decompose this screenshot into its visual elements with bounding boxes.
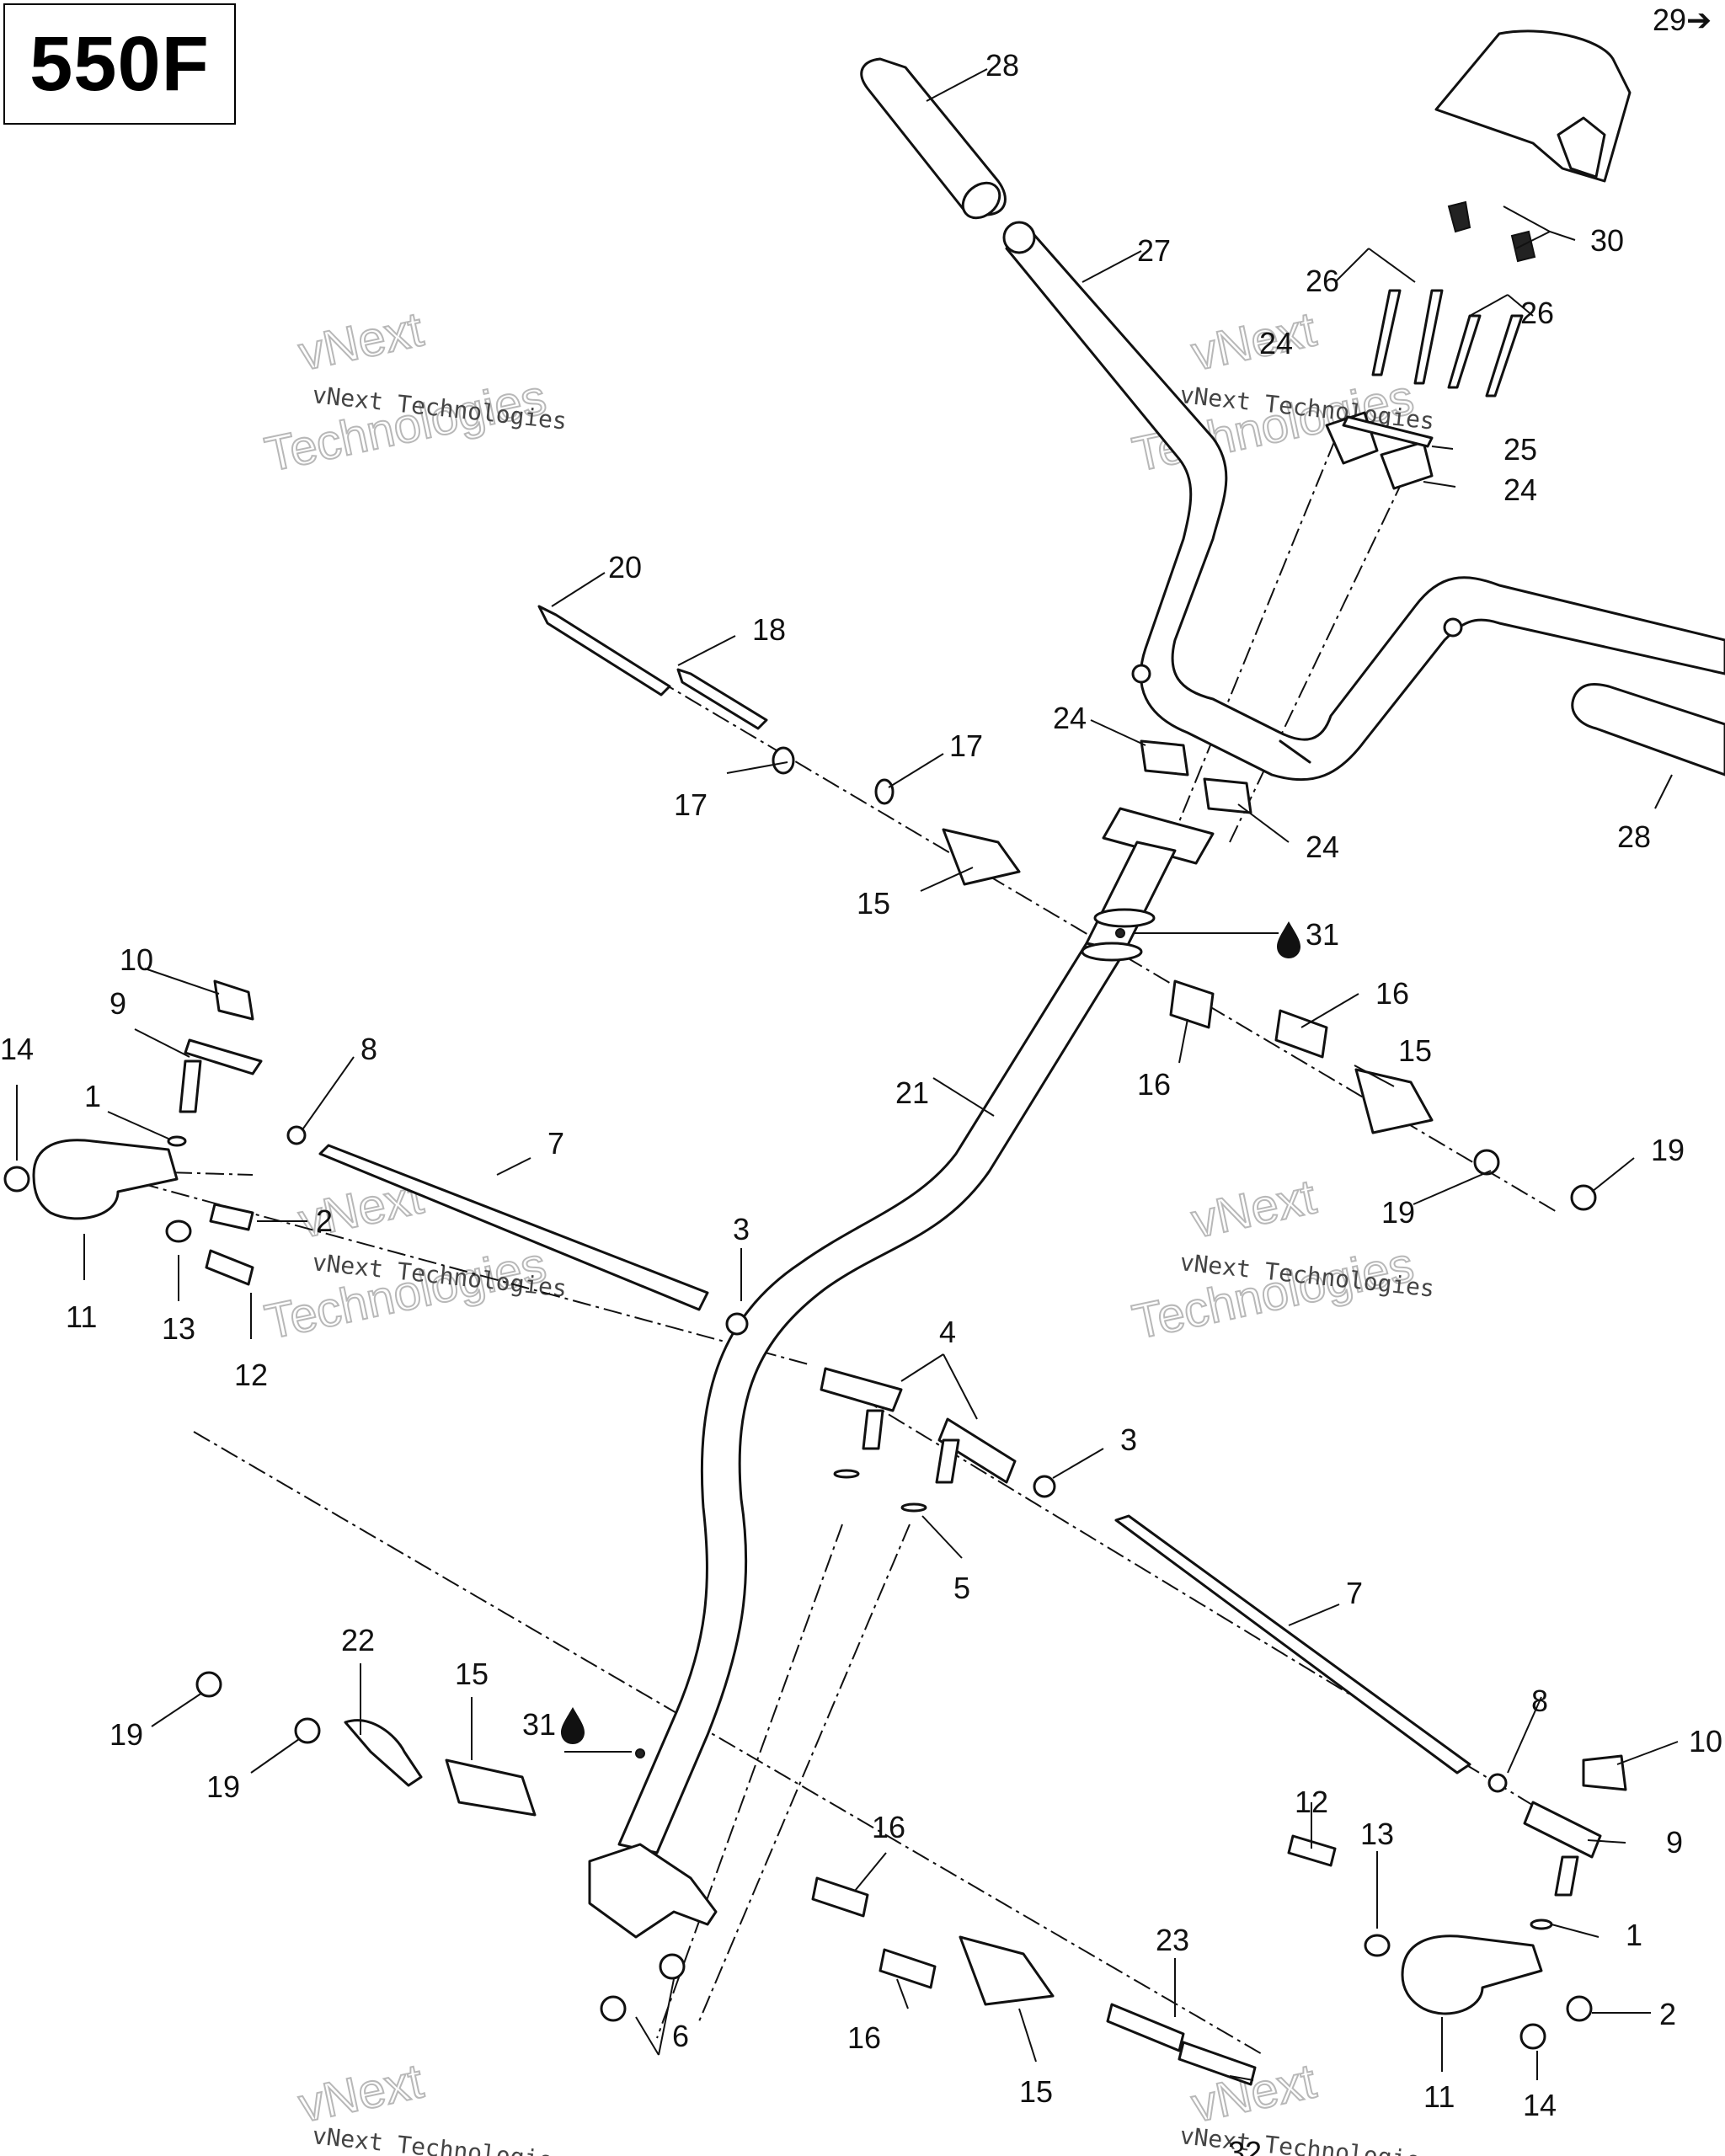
svg-text:vNext Technologies: vNext Technologies xyxy=(1178,2121,1435,2156)
callout-14: 14 xyxy=(0,1032,34,1066)
callout-17: 17 xyxy=(949,728,983,763)
callout-19: 19 xyxy=(109,1717,143,1752)
callout-10: 10 xyxy=(120,942,153,977)
lower-clamps xyxy=(1140,739,1252,814)
callout-14: 14 xyxy=(1523,2088,1557,2122)
callout-22: 22 xyxy=(341,1623,375,1657)
callout-28: 28 xyxy=(985,48,1019,83)
callout-24: 24 xyxy=(1259,326,1293,360)
callout-7: 7 xyxy=(1346,1576,1363,1610)
callout-30: 30 xyxy=(1590,223,1624,258)
callout-13: 13 xyxy=(1360,1817,1394,1851)
upper-linkage xyxy=(537,605,1597,1211)
callout-2: 2 xyxy=(1659,1997,1676,2031)
watermark-mid-left: vNext Technologies vNext Technologies xyxy=(259,1168,568,1350)
watermark-bottom-left: vNext vNext Technologies xyxy=(293,2052,568,2156)
svg-text:vNext: vNext xyxy=(294,302,428,381)
callout-28: 28 xyxy=(1617,819,1651,854)
callout-15: 15 xyxy=(857,886,890,921)
callout-9: 9 xyxy=(1666,1825,1683,1860)
lower-linkage xyxy=(195,1671,1257,2086)
callout-23: 23 xyxy=(1156,1923,1189,1957)
callout-25: 25 xyxy=(1503,432,1537,467)
callout-12: 12 xyxy=(234,1358,268,1392)
callout-12: 12 xyxy=(1295,1785,1328,1819)
callout-13: 13 xyxy=(162,1311,195,1346)
callout-15: 15 xyxy=(1019,2074,1053,2109)
svg-text:vNext: vNext xyxy=(1187,302,1321,381)
callout-31: 31 xyxy=(1306,917,1339,952)
model-label: 550F xyxy=(29,20,210,107)
callout-15: 15 xyxy=(455,1657,489,1691)
callout-3: 3 xyxy=(733,1212,750,1246)
clamp-bolts xyxy=(1371,289,1524,398)
callout-15: 15 xyxy=(1398,1033,1432,1068)
callout-11: 11 xyxy=(1423,2079,1455,2114)
callout-1: 1 xyxy=(84,1079,101,1113)
callout-8: 8 xyxy=(1531,1684,1548,1718)
callout-27: 27 xyxy=(1137,233,1171,268)
callout-10: 10 xyxy=(1689,1724,1722,1758)
oil-drop-icon xyxy=(1277,921,1300,958)
callout-32: 32 xyxy=(1228,2135,1262,2156)
callout-2: 2 xyxy=(316,1203,333,1238)
callout-19: 19 xyxy=(1651,1133,1685,1167)
callout-4: 4 xyxy=(939,1315,956,1349)
steering-column xyxy=(588,807,1215,1939)
callout-5: 5 xyxy=(953,1571,970,1605)
callout-20: 20 xyxy=(608,550,642,584)
callout-31: 31 xyxy=(522,1707,556,1742)
leader-lines xyxy=(16,68,1679,2081)
right-tie-rod xyxy=(1114,1514,1627,2050)
callout-16: 16 xyxy=(1375,976,1409,1011)
callout-3: 3 xyxy=(1120,1422,1137,1457)
push-clips xyxy=(1447,200,1536,263)
upper-clamps xyxy=(1325,411,1434,490)
callout-11: 11 xyxy=(66,1299,97,1334)
callout-9: 9 xyxy=(109,986,126,1021)
callout-26: 26 xyxy=(1520,296,1554,330)
callout-6: 6 xyxy=(672,2019,689,2053)
left-tie-rod xyxy=(3,979,749,1336)
watermark-top-left: vNext Technologies vNext Technologies xyxy=(259,301,568,483)
grip-right xyxy=(1571,683,1725,776)
callout-26: 26 xyxy=(1306,264,1339,298)
svg-text:vNext: vNext xyxy=(1187,1169,1321,1248)
callout-16: 16 xyxy=(1137,1067,1171,1102)
callout-16: 16 xyxy=(847,2020,881,2055)
callout-21: 21 xyxy=(895,1075,929,1110)
oil-drop-icon xyxy=(561,1707,585,1744)
callout-24: 24 xyxy=(1053,701,1087,735)
callout-8: 8 xyxy=(360,1032,377,1066)
model-label-box: 550F xyxy=(3,3,236,125)
handlebar xyxy=(1002,221,1725,782)
callout-29: 29➔ xyxy=(1653,3,1712,37)
callout-18: 18 xyxy=(752,612,786,647)
grip-left xyxy=(860,57,1007,220)
callout-24: 24 xyxy=(1503,472,1537,507)
callouts: 29➔ 28 27 30 26 26 24 25 24 20 18 24 17 … xyxy=(0,3,1722,2156)
callout-17: 17 xyxy=(674,787,708,822)
callout-24: 24 xyxy=(1306,830,1339,864)
handlebar-pad xyxy=(1434,29,1632,183)
callout-19: 19 xyxy=(1381,1195,1415,1230)
center-rod-ends xyxy=(820,1367,1056,1513)
callout-7: 7 xyxy=(547,1126,564,1161)
callout-1: 1 xyxy=(1626,1918,1642,1952)
callout-16: 16 xyxy=(872,1810,905,1844)
svg-text:vNext Technologies: vNext Technologies xyxy=(311,2121,568,2156)
callout-19: 19 xyxy=(206,1769,240,1804)
